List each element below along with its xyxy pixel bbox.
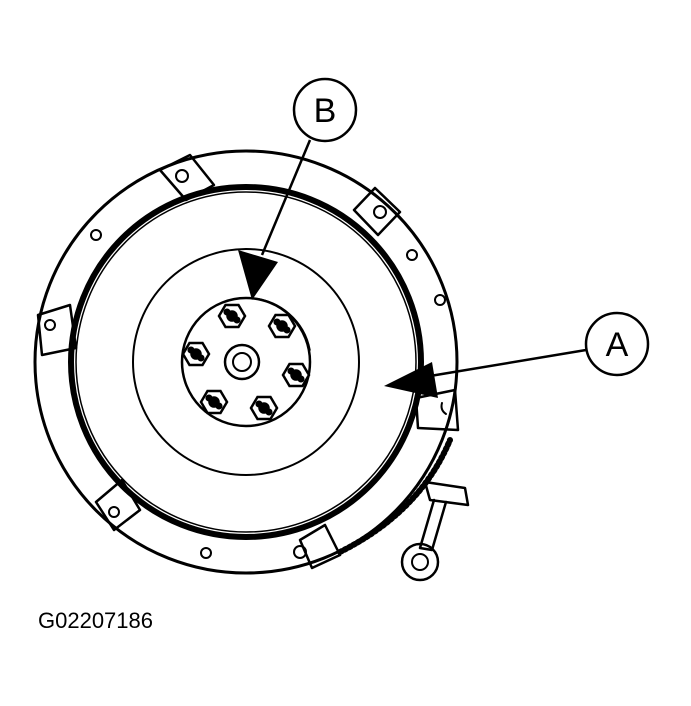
housing-tab-bottom-right (298, 523, 342, 570)
hex-bolt-icon (199, 389, 229, 415)
ring-gear (337, 437, 453, 555)
hex-bolt-icon (267, 313, 297, 339)
callout-b-leader (260, 139, 312, 256)
flywheel-hub (180, 296, 312, 428)
housing-tab-bottom-left (94, 478, 142, 532)
housing-tab-top-right (352, 186, 402, 237)
hub-bolts (181, 303, 311, 421)
callout-a: A (384, 311, 650, 398)
hex-bolt-icon (249, 395, 279, 421)
hex-bolt-icon (217, 303, 247, 329)
flywheel-friction-band (68, 184, 424, 540)
callout-a-leader (429, 348, 587, 378)
housing-tab-right (414, 388, 460, 432)
housing-tab-top-left (158, 153, 216, 202)
callout-b: B (238, 77, 358, 300)
housing-tab-left (36, 303, 78, 357)
callout-a-arrowhead (384, 362, 438, 398)
callout-b-bubble (292, 77, 358, 143)
callout-b-arrowhead (238, 250, 278, 300)
hex-bolt-icon (181, 341, 211, 367)
callout-a-label: A (606, 326, 629, 364)
center-bore (223, 343, 261, 381)
flywheel-face-ring (132, 248, 360, 476)
callout-b-label: B (314, 92, 337, 130)
callout-a-bubble (584, 311, 650, 377)
flywheel-assembly-icon (33, 149, 470, 582)
flywheel-outer-rim (33, 149, 459, 575)
figure-id: G02207186 (38, 608, 153, 633)
starter-pinion-icon (400, 480, 470, 582)
hex-bolt-icon (281, 362, 311, 388)
